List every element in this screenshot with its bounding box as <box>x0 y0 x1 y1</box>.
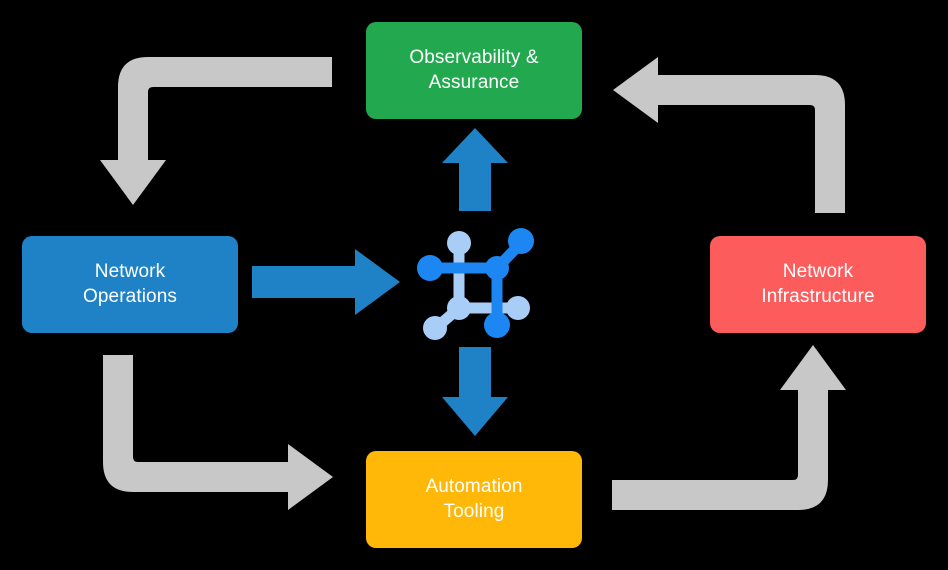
node-observability-assurance[interactable]: Observability & Assurance <box>366 22 582 119</box>
network-topology-icon <box>417 228 534 340</box>
arrow-operations-to-center <box>252 249 400 315</box>
arrow-center-to-automation <box>442 347 508 436</box>
node-automation-tooling[interactable]: Automation Tooling <box>366 451 582 548</box>
arrow-center-to-observability <box>442 128 508 211</box>
node-network-infrastructure[interactable]: Network Infrastructure <box>710 236 926 333</box>
node-network-operations[interactable]: Network Operations <box>22 236 238 333</box>
arrow-observability-to-operations <box>100 57 332 205</box>
arrow-automation-to-infrastructure <box>612 345 846 510</box>
arrow-operations-to-automation <box>103 355 333 510</box>
arrow-infrastructure-to-observability <box>613 57 845 213</box>
